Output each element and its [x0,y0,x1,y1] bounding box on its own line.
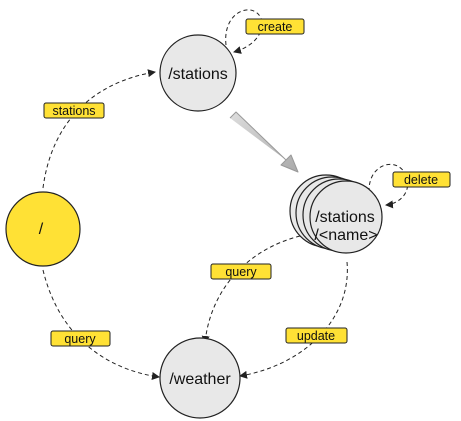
edge-station-update [239,261,348,379]
station-name-node-label-line2: /<name> [314,227,377,244]
edge-label-delete: delete [392,171,451,188]
weather-node[interactable] [159,337,241,419]
edge-label-query-root: query [50,330,111,347]
edge-label-update-text: update [297,329,335,343]
transition-arrow [229,111,299,173]
station-name-node-stack[interactable] [289,174,383,254]
edge-label-stations: stations [43,102,105,119]
edge-station-query [201,235,301,344]
edge-label-create-text: create [258,20,293,34]
station-name-node[interactable] [309,180,383,254]
edge-root-to-stations [42,69,156,189]
stations-node[interactable] [159,34,237,112]
edge-label-query-root-text: query [64,332,96,346]
edge-label-query-station: query [210,263,272,280]
root-node[interactable] [5,191,81,267]
edge-label-delete-text: delete [404,173,438,187]
edge-label-stations-text: stations [52,104,95,118]
edge-root-query [42,269,160,380]
edge-label-create: create [245,18,305,35]
weather-node-label: /weather [169,371,231,388]
root-node-label: / [39,221,44,238]
stations-node-label: /stations [168,66,228,83]
edge-label-query-station-text: query [225,265,257,279]
edge-label-update: update [285,327,348,344]
station-name-node-label-line1: /stations [315,209,375,226]
